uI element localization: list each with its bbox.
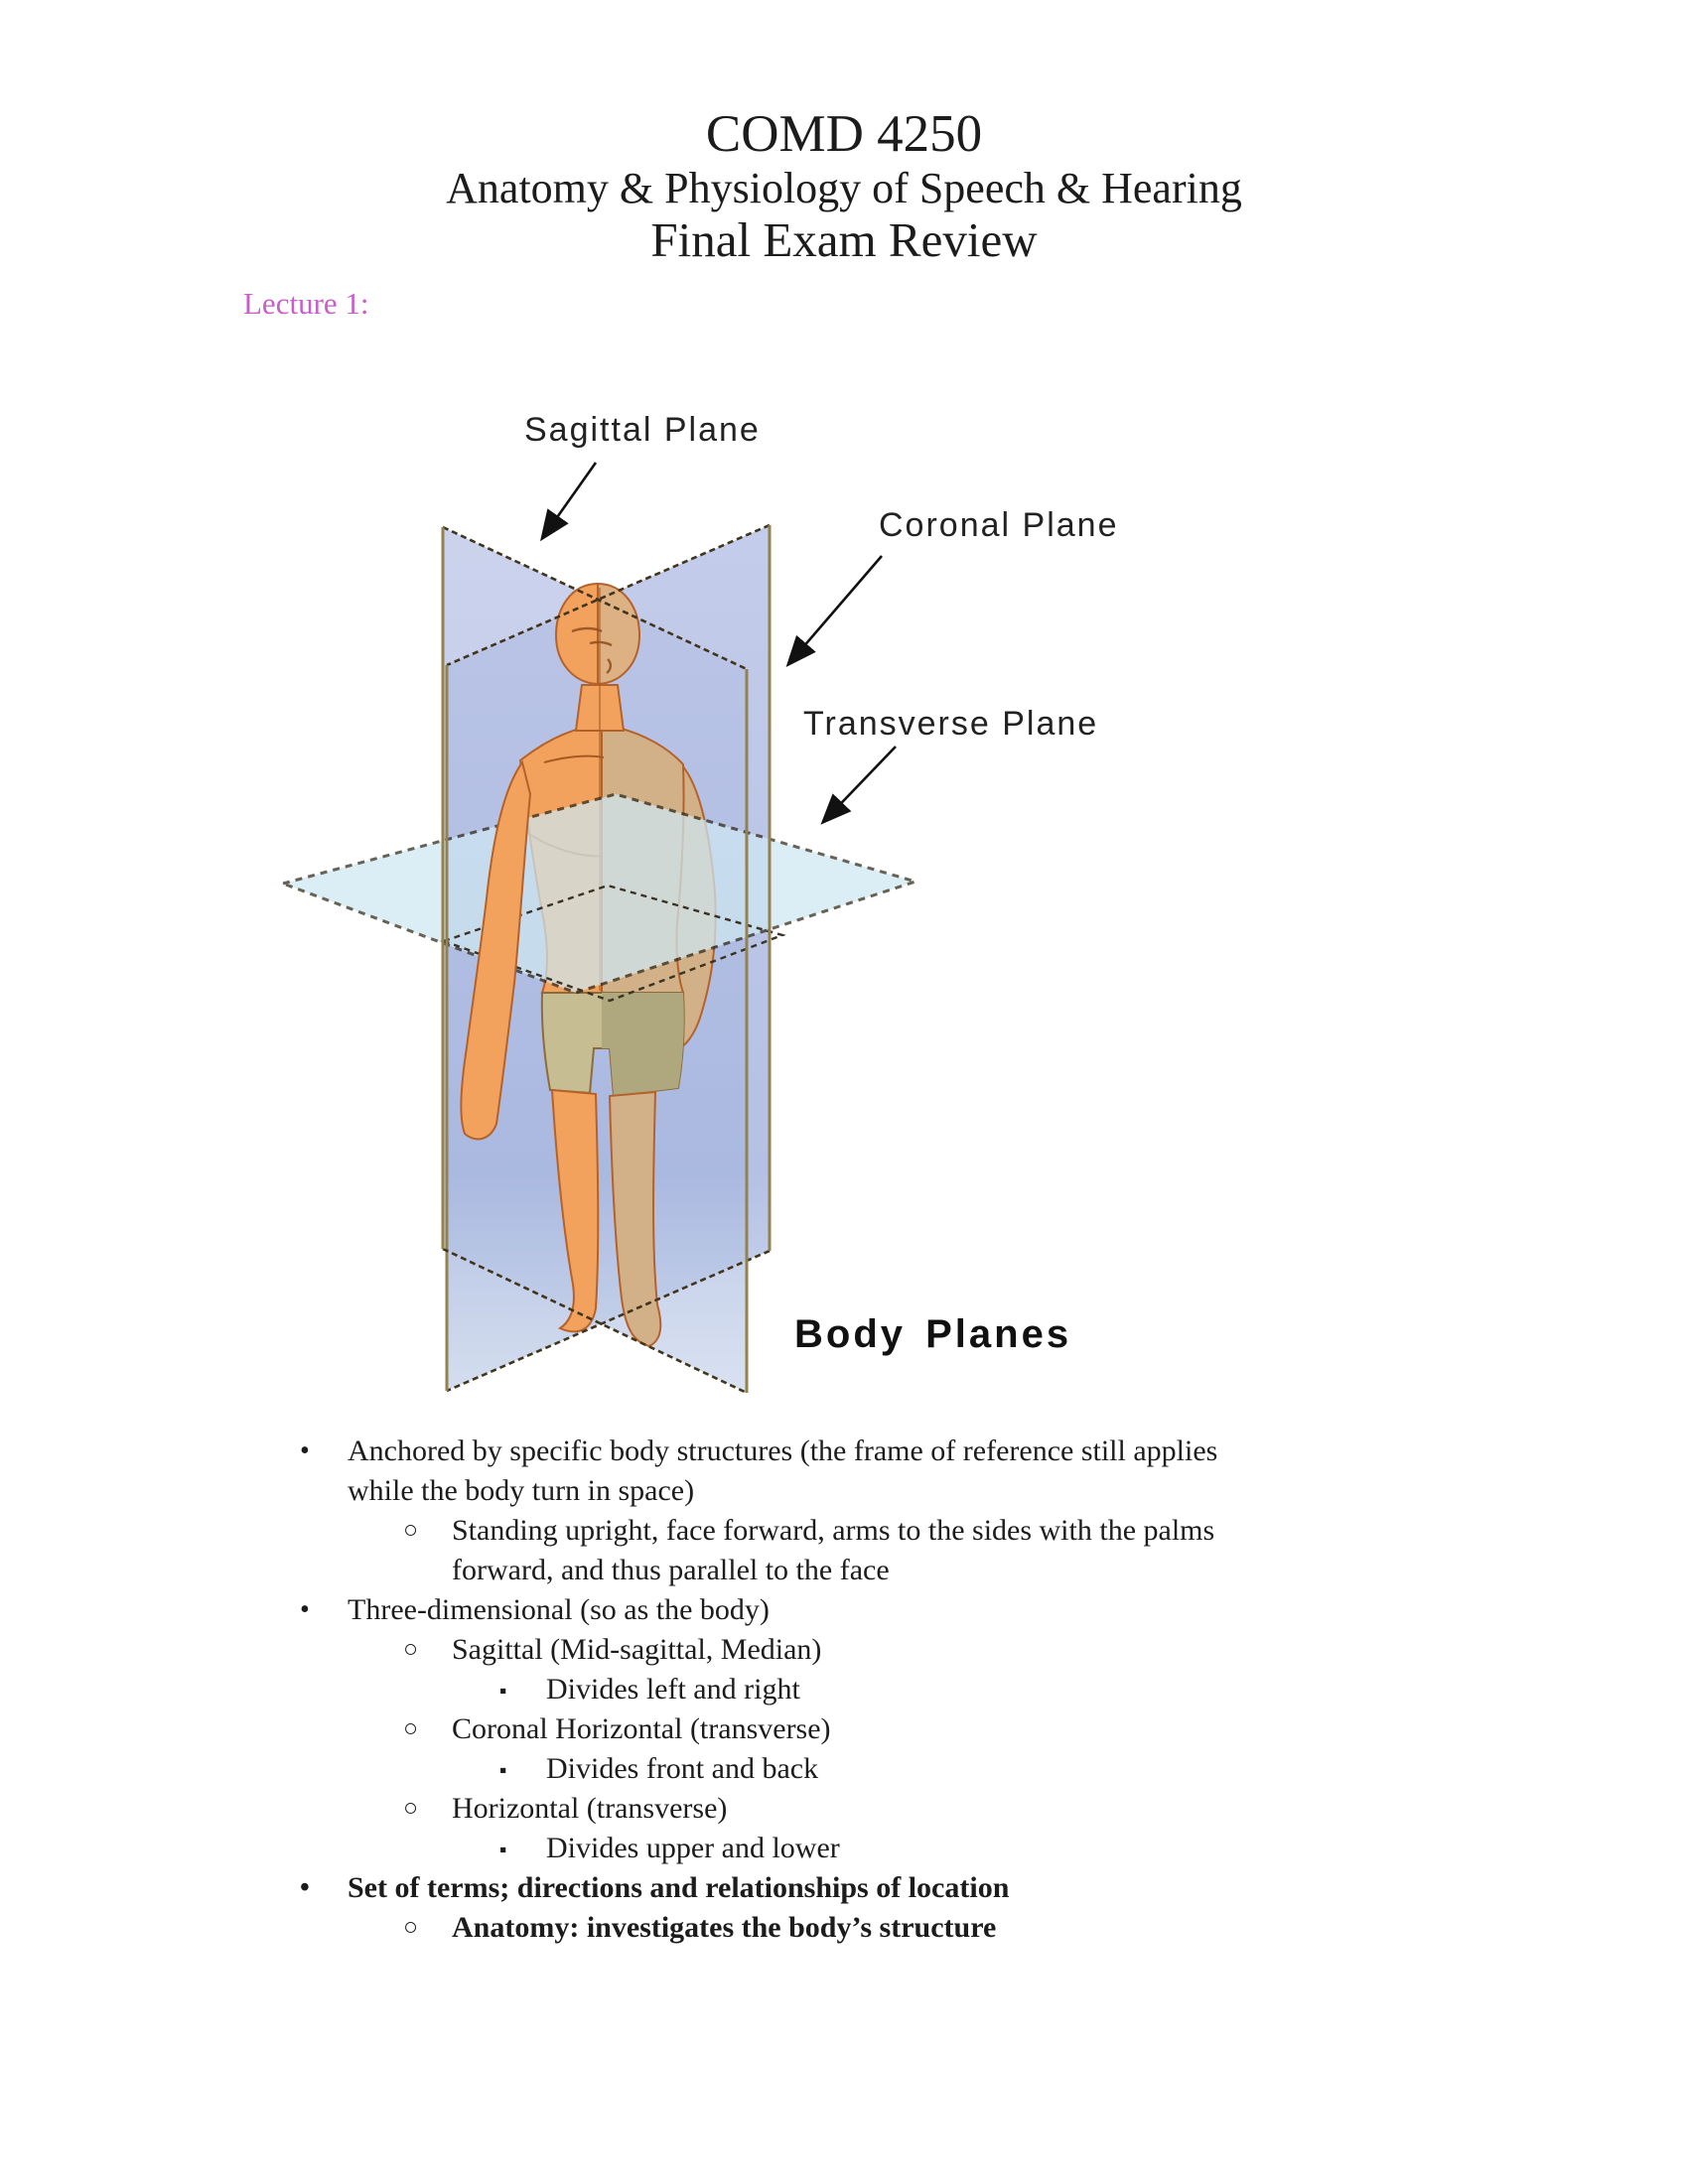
transverse-intersection [440, 884, 786, 1003]
bullet-line: while the body turn in space) [248, 1471, 1519, 1511]
bullet-list: • Anchored by specific body structures (t… [248, 1432, 1519, 1948]
bullet-marker-level2: ○ [403, 1715, 419, 1742]
bullet-text: Divides left and right [546, 1673, 800, 1706]
bullet-marker-level2: ○ [403, 1795, 419, 1822]
bullet-line: • Three-dimensional (so as the body) [248, 1590, 1519, 1630]
transverse-plane-shape [278, 792, 921, 1003]
head-left [554, 582, 599, 686]
left-leg [550, 1088, 600, 1333]
course-name: Anatomy & Physiology of Speech & Hearing [446, 164, 1242, 213]
bullet-text: Horizontal (transverse) [452, 1792, 728, 1825]
bullet-text: Divides upper and lower [546, 1832, 840, 1864]
title-block: COMD 4250 Anatomy & Physiology of Speech… [0, 105, 1688, 268]
bullet-text: Anatomy: investigates the body’s structu… [452, 1911, 997, 1944]
bullet-line: • Anchored by specific body structures (t… [248, 1432, 1519, 1471]
bullet-line: ○ Coronal Horizontal (transverse) [248, 1709, 1519, 1749]
bullet-text: Anchored by specific body structures (th… [348, 1434, 1218, 1467]
bullet-line: ○ Standing upright, face forward, arms to… [248, 1511, 1519, 1551]
sagittal-arrow-icon [539, 462, 598, 542]
bullet-line: forward, and thus parallel to the face [248, 1551, 1519, 1590]
figure-caption: Body Planes [794, 1312, 1071, 1356]
bullet-marker-level1: • [300, 1872, 310, 1903]
transverse-plane-label: Transverse Plane [803, 705, 1098, 743]
lecture-section-label: Lecture 1: [243, 286, 369, 321]
bullet-marker-level3: ▪ [499, 1838, 507, 1861]
left-arm [460, 759, 532, 1141]
bullet-marker-level2: ○ [403, 1914, 419, 1941]
bullet-line: ▪ Divides front and back [248, 1749, 1519, 1789]
bullet-marker-level1: • [300, 1594, 310, 1625]
bullet-line: ○ Anatomy: investigates the body’s struct… [248, 1908, 1519, 1948]
bullet-line: ○ Horizontal (transverse) [248, 1789, 1519, 1829]
bullet-text: Sagittal (Mid-sagittal, Median) [452, 1633, 822, 1666]
document-title: Final Exam Review [650, 211, 1038, 267]
coronal-plane-label: Coronal Plane [879, 506, 1118, 544]
bullet-marker-level1: • [300, 1435, 310, 1466]
bullet-line: ▪ Divides left and right [248, 1670, 1519, 1709]
shorts-shaded [602, 993, 684, 1096]
course-code: COMD 4250 [705, 105, 983, 163]
bullet-marker-level2: ○ [403, 1517, 419, 1544]
bullet-text: Three-dimensional (so as the body) [348, 1593, 770, 1626]
right-leg [608, 1090, 662, 1348]
bullet-text: while the body turn in space) [348, 1474, 695, 1507]
bullet-marker-level3: ▪ [499, 1679, 507, 1703]
sagittal-plane-label: Sagittal Plane [524, 411, 761, 449]
bullet-marker-level3: ▪ [499, 1758, 507, 1782]
bullet-line: ▪ Divides upper and lower [248, 1829, 1519, 1868]
body-planes-figure: Sagittal Plane Coronal Plane Transverse … [278, 411, 1118, 1395]
bullet-marker-level2: ○ [403, 1636, 419, 1663]
bullet-line: • Set of terms; directions and relationsh… [248, 1868, 1519, 1908]
bullet-text: Coronal Horizontal (transverse) [452, 1712, 831, 1745]
bullet-text: Divides front and back [546, 1752, 819, 1785]
bullet-text: forward, and thus parallel to the face [452, 1554, 890, 1586]
bullet-text: Set of terms; directions and relationshi… [348, 1871, 1010, 1904]
bullet-text: Standing upright, face forward, arms to … [452, 1514, 1215, 1547]
bullet-line: ○ Sagittal (Mid-sagittal, Median) [248, 1630, 1519, 1670]
coronal-arrow-icon [785, 555, 883, 667]
plane-edges [441, 523, 772, 1395]
transverse-arrow-icon [820, 746, 897, 825]
